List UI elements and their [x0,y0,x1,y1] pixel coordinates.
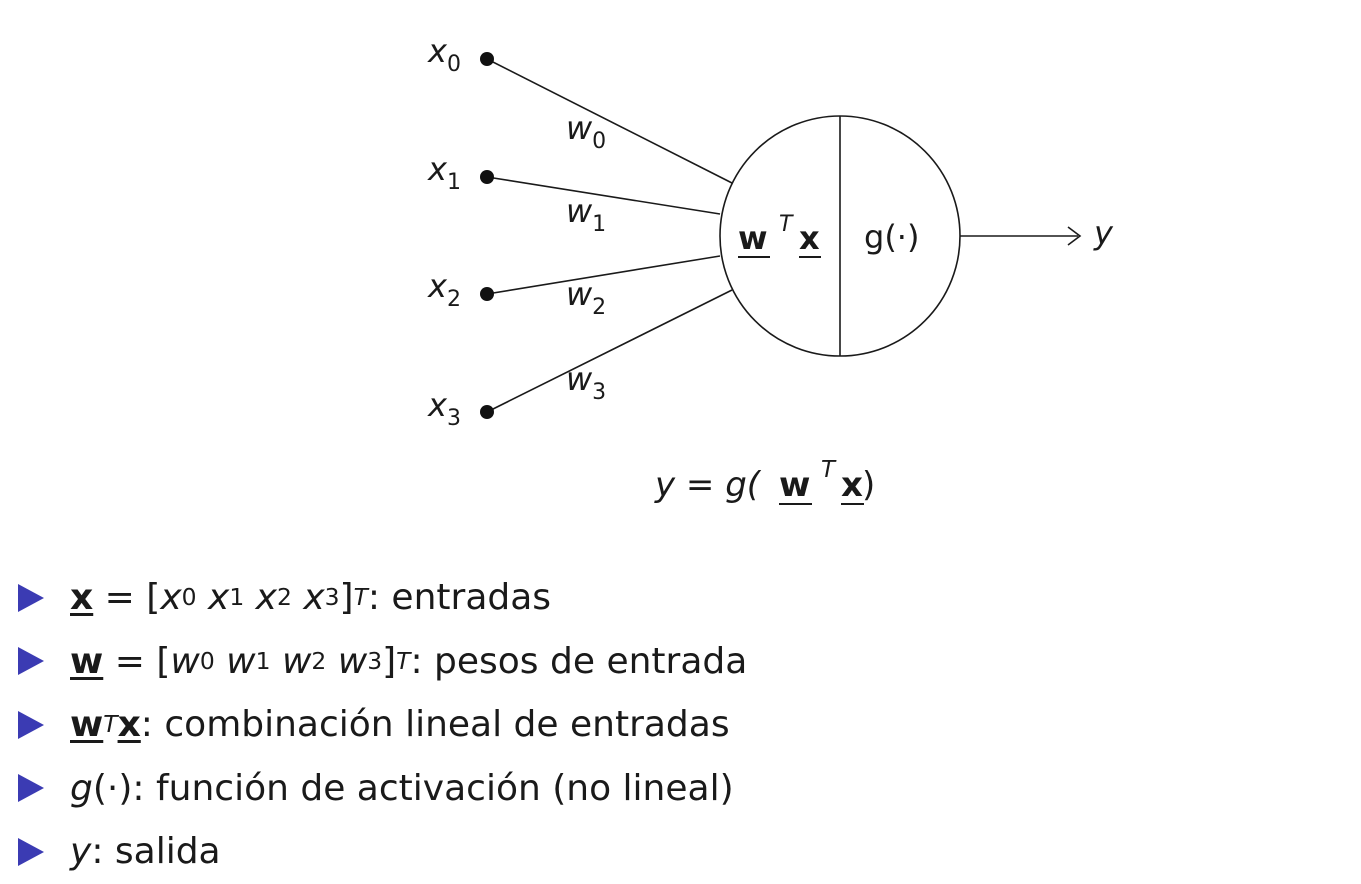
triangle-right-icon [18,710,44,739]
edge-x0 [486,58,733,184]
equation-transpose: T [821,457,837,483]
edge-x2 [486,255,721,295]
input-node-x0 [480,52,494,66]
list-item: g(·): función de activación (no lineal) [18,757,747,821]
input-node-x3 [480,405,494,419]
output-equation: y = g( w T x ) [654,457,875,505]
edge-x1 [486,176,721,215]
triangle-right-icon [18,583,44,612]
list-item: y: salida [18,820,747,884]
weighted-sum-x: x [799,219,820,257]
triangle-right-icon [18,647,44,676]
weight-label-w2: w2 [566,275,606,320]
input-label-x1: x1 [427,150,461,195]
input-label-x0: x0 [427,32,461,77]
weight-label-w0: w0 [566,109,606,154]
weight-label-w3: w3 [566,360,606,405]
equation-x: x [841,465,863,505]
input-node-x1 [480,170,494,184]
weight-label-w1: w1 [566,192,606,237]
equation-w: w [779,465,810,505]
svg-text:y = g(: y = g( [654,465,762,505]
edge-x3 [486,289,733,413]
equation-rhs: ) [862,465,875,505]
input-label-x3: x3 [427,386,461,431]
input-label-x2: x2 [427,267,461,312]
arrow-right-icon [1067,226,1082,246]
triangle-right-icon [18,837,44,866]
input-node-x2 [480,287,494,301]
equation-lhs: y = g( [654,465,762,505]
perceptron-diagram: x0 x1 x2 x3 w0 w1 w2 w3 w T x g(·) y y =… [427,32,1114,505]
weighted-sum-transpose: T [779,212,794,237]
output-label-y: y [1093,214,1114,252]
activation-function-label: g(·) [864,218,919,256]
weighted-sum-w: w [738,219,768,257]
neuron-weighted-sum: w T x [738,212,821,258]
triangle-right-icon [18,774,44,803]
